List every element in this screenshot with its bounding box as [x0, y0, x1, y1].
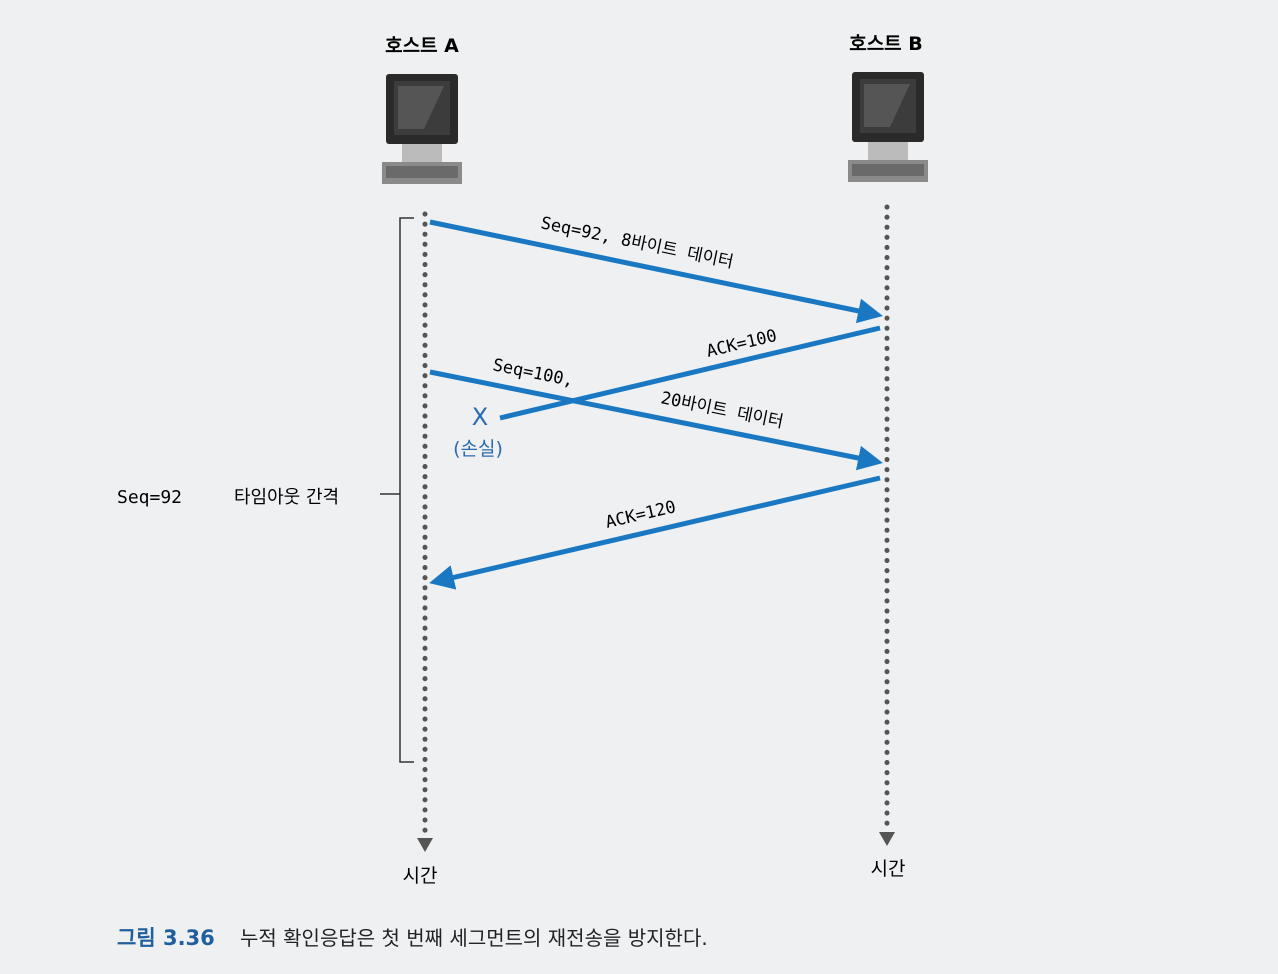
ack100-arrow-lost	[499, 325, 881, 421]
host-a-time-arrow-icon	[417, 838, 433, 852]
seq100-data-label: 20바이트 데이터	[659, 388, 785, 432]
host-b-label: 호스트 B	[849, 33, 923, 55]
figure-number: 그림 3.36	[117, 926, 215, 950]
loss-label: (손실)	[453, 438, 503, 460]
seq100-segment-arrow	[429, 369, 883, 471]
timeout-bracket	[399, 217, 414, 763]
seq92-segment-arrow	[429, 219, 883, 324]
host-b-time-arrow-icon	[879, 832, 895, 846]
host-a-time-label: 시간	[403, 865, 438, 887]
host-b-time-label: 시간	[871, 858, 906, 880]
host-a-computer-icon	[382, 74, 462, 184]
loss-x-mark: X	[472, 403, 488, 431]
host-b-computer-icon	[848, 72, 928, 182]
timeout-interval-label: 타임아웃 간격	[234, 487, 339, 508]
figure-caption: 누적 확인응답은 첫 번째 세그먼트의 재전송을 방지한다.	[240, 926, 708, 950]
timeout-seq-label: Seq=92	[117, 487, 182, 508]
ack120-arrow	[429, 475, 881, 590]
host-a-label: 호스트 A	[385, 35, 459, 57]
